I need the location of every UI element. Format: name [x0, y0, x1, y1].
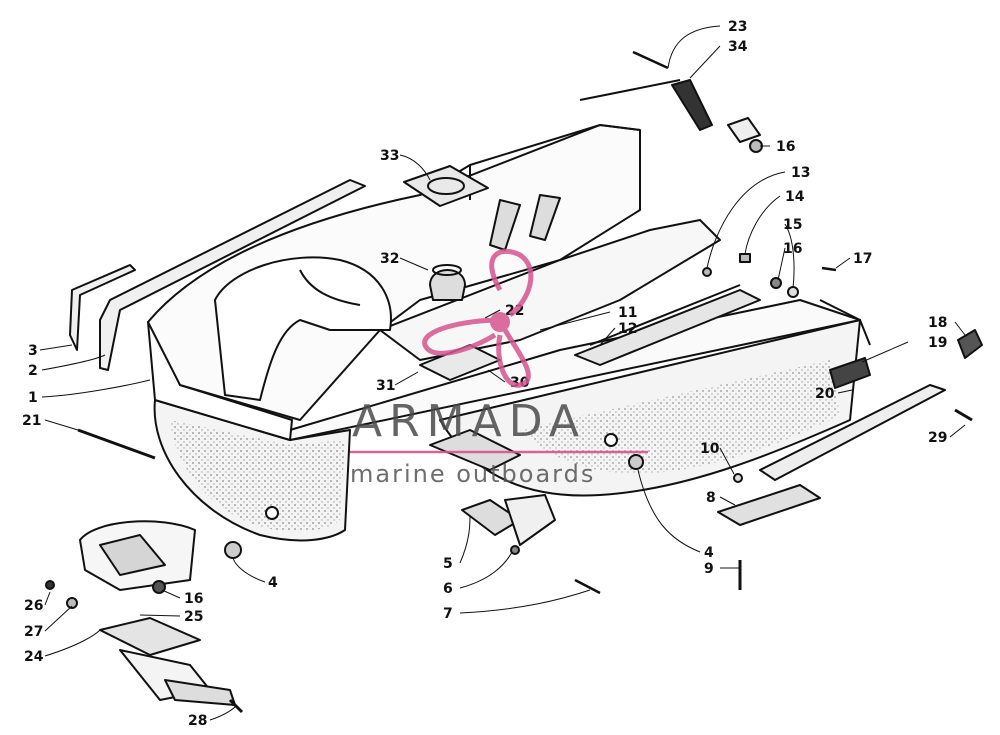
- callout-28: 28: [188, 713, 207, 729]
- callout-24: 24: [24, 649, 44, 665]
- callout-19: 19: [928, 335, 947, 351]
- callout-18: 18: [928, 315, 947, 331]
- callout-3: 3: [28, 343, 38, 359]
- callout-27: 27: [24, 624, 43, 640]
- callout-10: 10: [700, 441, 720, 457]
- callout-16: 16: [184, 591, 203, 607]
- callout-13: 13: [791, 165, 810, 181]
- callout-20: 20: [815, 386, 835, 402]
- plate-20: [829, 357, 871, 389]
- dash-cavity: [214, 256, 392, 401]
- callout-8: 8: [706, 490, 716, 506]
- watermark-title: ARMADA: [352, 396, 586, 447]
- trim-strip-3: [69, 264, 136, 351]
- callout-12: 12: [618, 321, 637, 337]
- callout-4: 4: [268, 575, 278, 591]
- leader-lines: [39, 25, 966, 721]
- watermark-subtitle: marine outboards: [350, 460, 595, 488]
- bracket-18: [957, 329, 983, 359]
- grommet-4b: [628, 454, 644, 470]
- rod-21: [77, 428, 156, 460]
- callout-11: 11: [618, 305, 637, 321]
- callout-31: 31: [376, 378, 395, 394]
- callout-33: 33: [380, 148, 399, 164]
- cap-32: [429, 269, 466, 301]
- callout-14: 14: [785, 189, 805, 205]
- watermark: ARMADA marine outboards: [350, 248, 648, 488]
- hull-shell-left-shading: [170, 420, 345, 532]
- callout-23: 23: [728, 19, 747, 35]
- callout-25: 25: [184, 609, 203, 625]
- cable-7: [574, 578, 601, 595]
- bracket-34: [671, 79, 713, 131]
- callout-15: 15: [783, 217, 802, 233]
- callout-7: 7: [443, 606, 453, 622]
- propeller-logo-icon: [422, 248, 534, 388]
- side-rail-19: [759, 384, 946, 481]
- callout-labels: 23 34 16 33 13 14 15 16 17 32 22 11 12 1…: [22, 19, 947, 729]
- callout-32: 32: [380, 251, 399, 267]
- callout-9: 9: [704, 561, 714, 577]
- hull-shell-right-shading: [520, 360, 840, 474]
- callout-17: 17: [853, 251, 872, 267]
- hinge-8: [717, 484, 821, 526]
- plate-33: [403, 165, 489, 207]
- callout-6: 6: [443, 581, 453, 597]
- trim-strip-2: [99, 179, 366, 371]
- callout-29: 29: [928, 430, 947, 446]
- side-recess-12: [574, 289, 761, 366]
- callout-26: 26: [24, 598, 43, 614]
- callout-34: 34: [728, 39, 748, 55]
- callout-4: 4: [704, 545, 714, 561]
- callout-16: 16: [783, 241, 802, 257]
- rear-tail: [429, 429, 521, 471]
- grommet-4a: [224, 541, 242, 559]
- callout-21: 21: [22, 413, 41, 429]
- callout-16: 16: [776, 139, 795, 155]
- callout-2: 2: [28, 363, 38, 379]
- callout-5: 5: [443, 556, 453, 572]
- callout-1: 1: [28, 390, 38, 406]
